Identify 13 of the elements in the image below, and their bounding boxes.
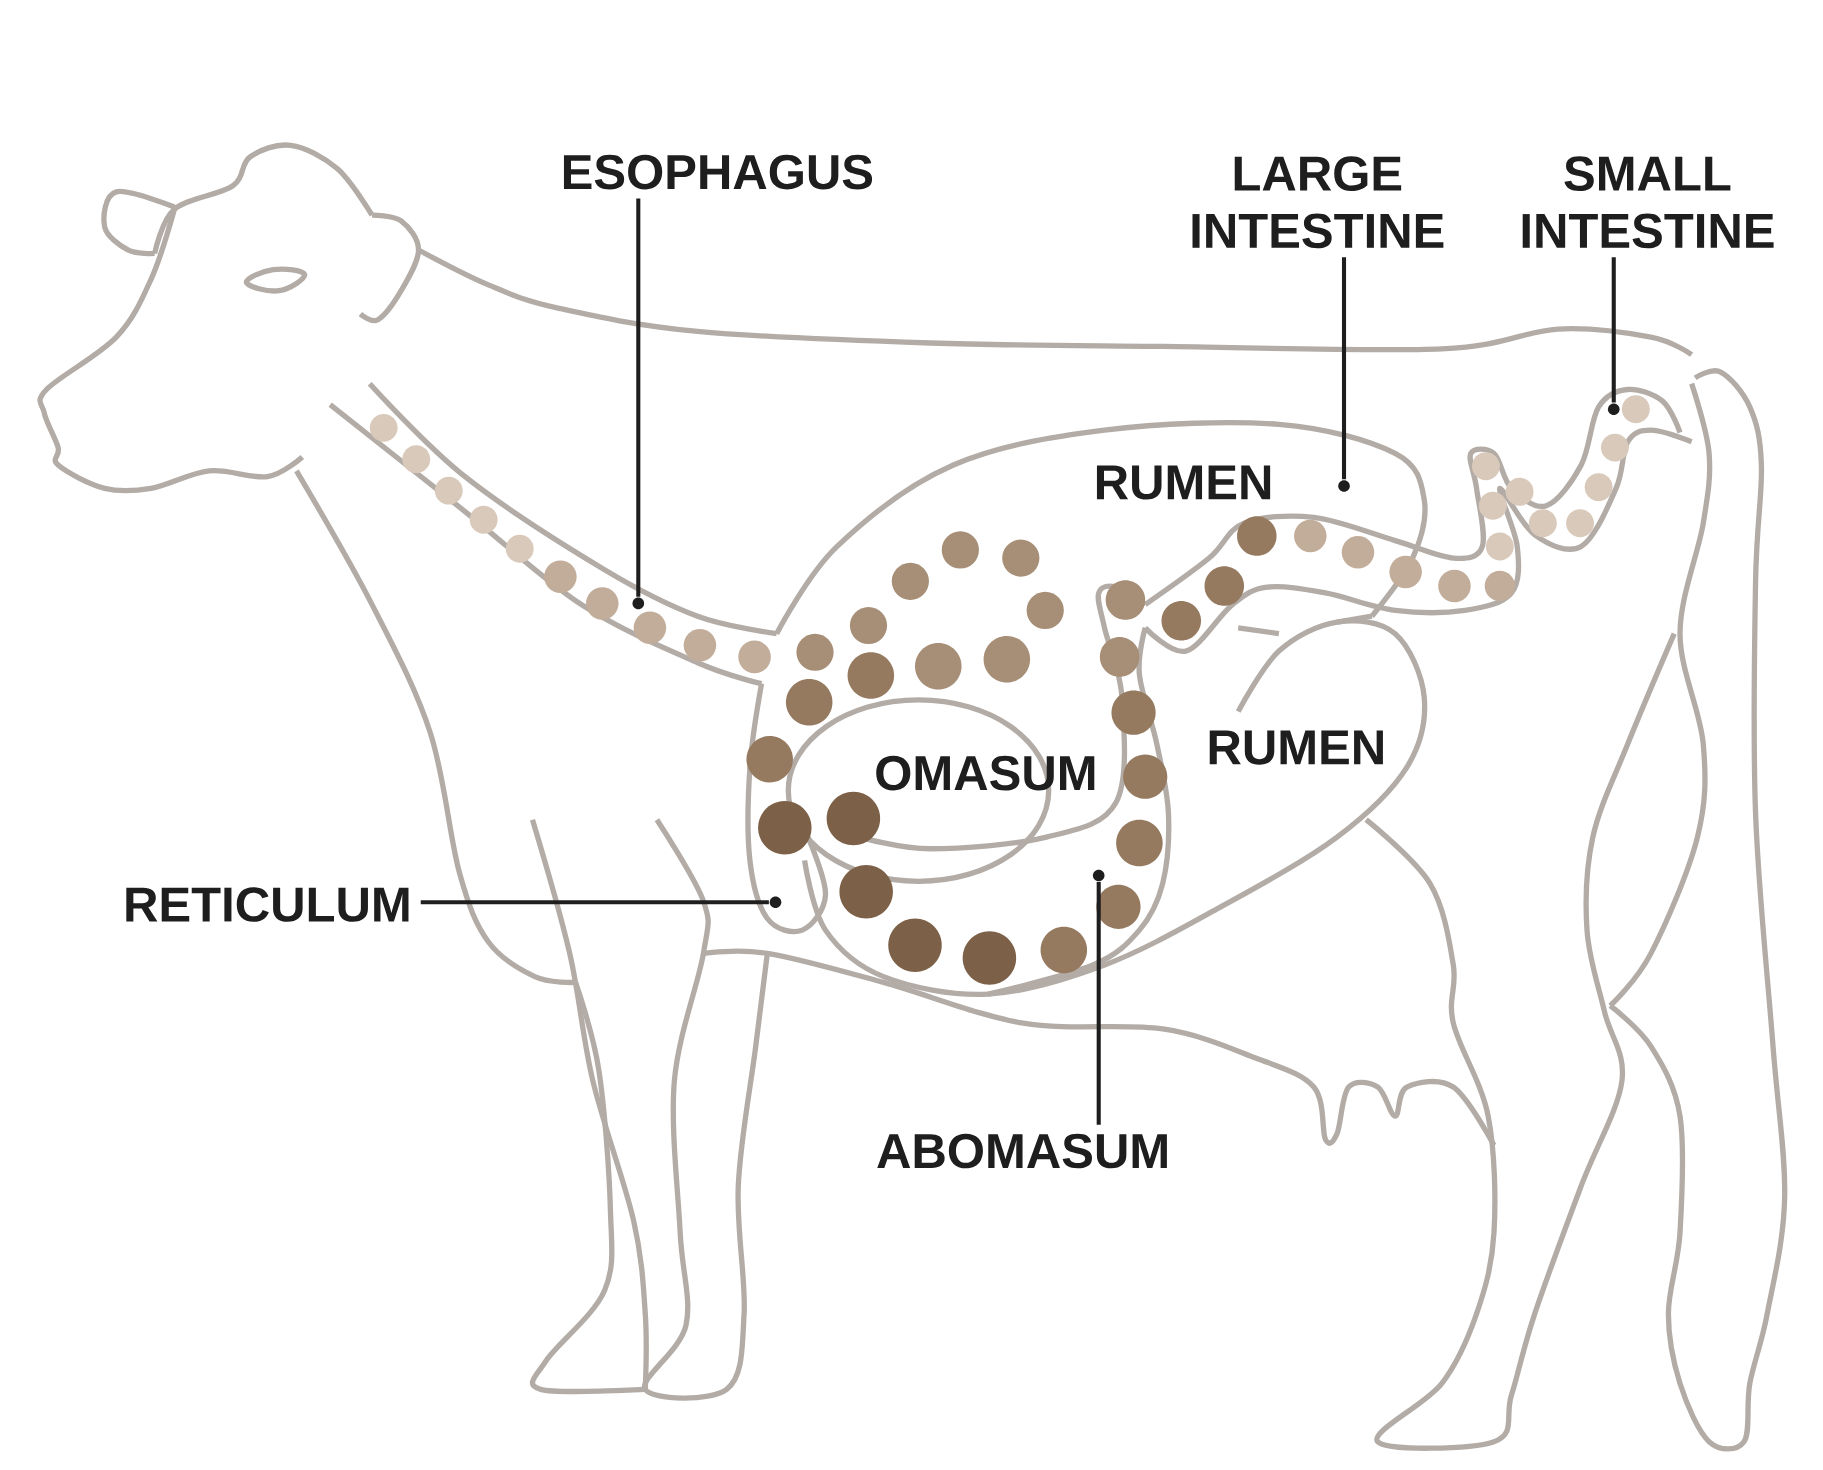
part-label: ESOPHAGUS [563, 154, 873, 190]
leader-line [636, 198, 641, 597]
leader-line [1611, 257, 1616, 403]
part-label: LARGE INTESTINE [1192, 156, 1444, 249]
organ-label: RUMEN [1209, 730, 1383, 765]
leader-line [420, 900, 769, 905]
part-label: RETICULUM [126, 887, 409, 923]
leader-line [1341, 257, 1347, 480]
part-label: ABOMASUM [877, 1133, 1167, 1169]
leader-line [1096, 882, 1101, 1125]
part-label: SMALL INTESTINE [1522, 156, 1774, 249]
organ-label: OMASUM [876, 756, 1095, 791]
organ-label: RUMEN [1096, 465, 1271, 500]
